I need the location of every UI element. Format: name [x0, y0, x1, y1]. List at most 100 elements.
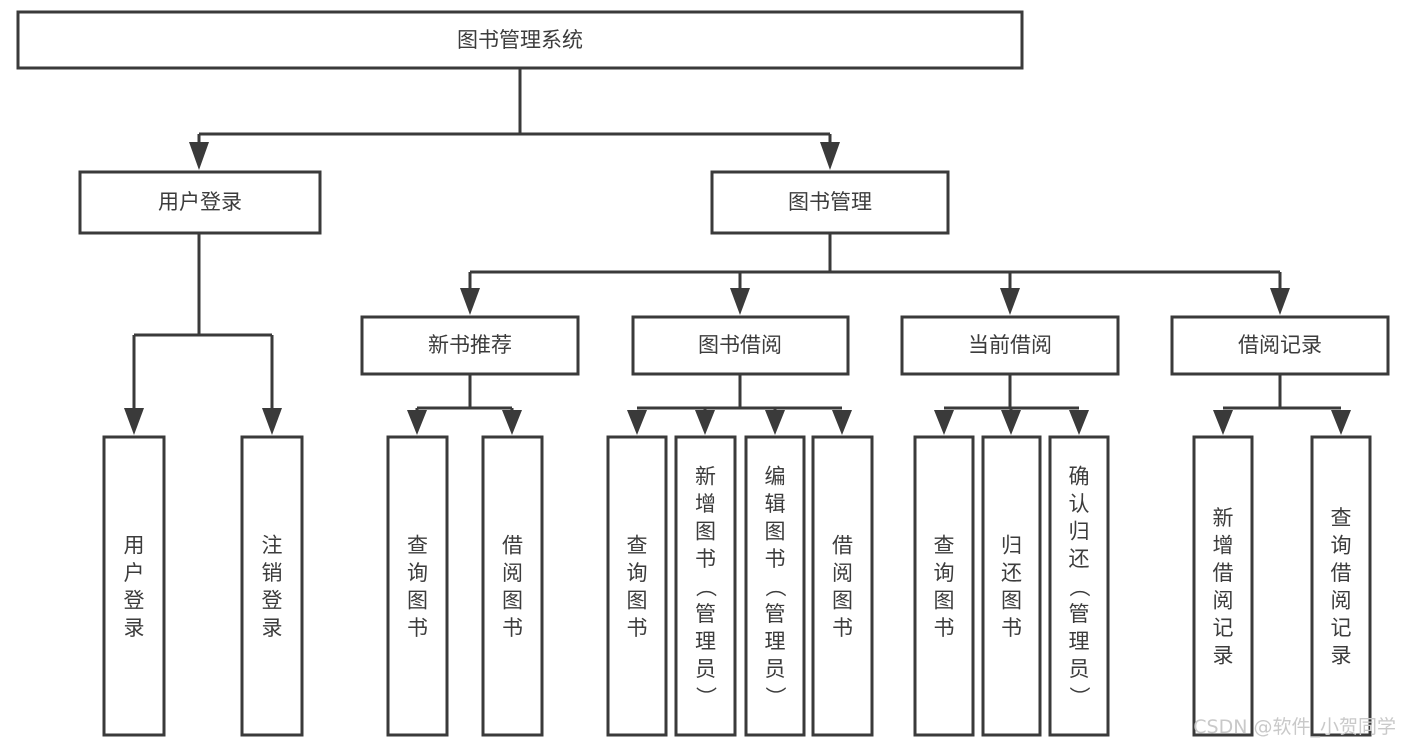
node-book-borrow-box[interactable] [631, 315, 850, 376]
node-book-borrow[interactable]: 图书借阅 [631, 315, 850, 376]
arrow-head-user-login [189, 142, 209, 170]
arrow-head-leaf-query-book-borrow [627, 410, 647, 435]
node-book-management[interactable]: 图书管理 [710, 170, 950, 235]
label-char: 借 [1331, 561, 1352, 585]
label-char: 登 [262, 588, 283, 612]
label-char: （ [763, 576, 787, 597]
node-current-borrow[interactable]: 当前借阅 [900, 315, 1120, 376]
label-char: 管 [765, 602, 786, 626]
label-char: 图 [695, 520, 716, 544]
label-char: 书 [934, 616, 955, 640]
node-leaf-query-book-borrow-box[interactable] [606, 435, 668, 737]
arrow-head-leaf-add-book [695, 410, 715, 435]
label-char: 查 [407, 533, 428, 557]
label-char: 借 [502, 533, 523, 557]
label-char: 户 [124, 561, 145, 585]
label-char: 认 [1069, 492, 1090, 516]
node-leaf-user-login-label: 用户登录 [124, 533, 145, 640]
node-leaf-query-book-current-box[interactable] [913, 435, 975, 737]
node-leaf-confirm-return-box[interactable] [1048, 435, 1110, 737]
node-borrow-record-box[interactable] [1170, 315, 1390, 376]
label-char: 登 [124, 588, 145, 612]
node-root[interactable]: 图书管理系统 [16, 10, 1024, 70]
label-char: 确 [1069, 465, 1090, 489]
arrow-head-current-borrow [1000, 288, 1020, 315]
label-char: 销 [262, 561, 283, 585]
label-char: 查 [934, 533, 955, 557]
label-char: 书 [832, 616, 853, 640]
label-char: 询 [934, 561, 955, 585]
label-char: ） [1067, 686, 1091, 707]
label-char: 书 [502, 616, 523, 640]
node-borrow-record[interactable]: 借阅记录 [1170, 315, 1390, 376]
label-char: 图 [1001, 588, 1022, 612]
label-char: 图 [407, 588, 428, 612]
label-char: 阅 [1331, 588, 1352, 612]
label-char: 录 [1213, 643, 1234, 667]
label-char: 增 [1213, 533, 1234, 557]
arrow-head-leaf-logout [262, 408, 282, 435]
label-char: 管 [1069, 602, 1090, 626]
node-user-login-label: 用户登录 [158, 190, 242, 214]
node-leaf-user-login-box[interactable] [102, 435, 166, 737]
node-leaf-borrow-book-box[interactable] [811, 435, 874, 737]
connector-layer [124, 68, 1351, 435]
arrow-head-book-borrow [730, 288, 750, 315]
node-root-box[interactable] [16, 10, 1024, 70]
node-root-label: 图书管理系统 [457, 28, 583, 52]
arrow-head-leaf-query-record [1331, 410, 1351, 435]
node-leaf-query-record-box[interactable] [1310, 435, 1372, 737]
node-leaf-logout-box[interactable] [240, 435, 304, 737]
node-new-book-recommend-box[interactable] [360, 315, 580, 376]
label-char: 书 [1001, 616, 1022, 640]
node-current-borrow-label: 当前借阅 [968, 333, 1052, 357]
node-leaf-add-book-box[interactable] [674, 435, 737, 737]
label-char: 图 [627, 588, 648, 612]
arrow-head-leaf-add-record [1213, 410, 1233, 435]
node-current-borrow-box[interactable] [900, 315, 1120, 376]
node-user-login-box[interactable] [78, 170, 322, 235]
label-char: 员 [695, 657, 716, 681]
node-leaf-edit-book-box[interactable] [744, 435, 806, 737]
label-char: 录 [1331, 643, 1352, 667]
arrow-head-leaf-query-book-recommend [407, 410, 427, 435]
node-leaf-return-book-box[interactable] [981, 435, 1042, 737]
label-char: 图 [934, 588, 955, 612]
label-char: 辑 [765, 492, 786, 516]
node-leaf-borrow-book-recommend-box[interactable] [481, 435, 544, 737]
label-char: 用 [124, 533, 145, 557]
node-book-management-box[interactable] [710, 170, 950, 235]
label-char: 归 [1001, 533, 1022, 557]
node-leaf-add-record-box[interactable] [1192, 435, 1254, 737]
label-char: 图 [832, 588, 853, 612]
label-char: 查 [627, 533, 648, 557]
label-char: 阅 [502, 561, 523, 585]
node-leaf-user-login[interactable]: 用户登录 [102, 435, 166, 737]
node-leaf-query-book-recommend-box[interactable] [386, 435, 449, 737]
node-user-login[interactable]: 用户登录 [78, 170, 322, 235]
node-new-book-recommend[interactable]: 新书推荐 [360, 315, 580, 376]
